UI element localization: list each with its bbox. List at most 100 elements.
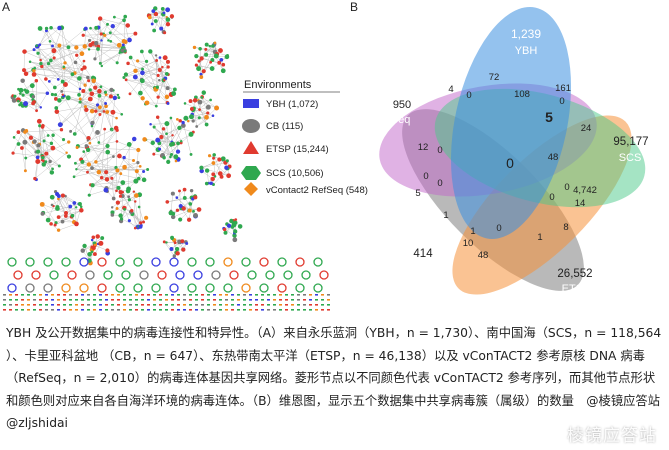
- network-node: [132, 136, 137, 142]
- network-pair: [225, 299, 228, 301]
- network-node: [169, 155, 172, 159]
- network-node: [165, 22, 171, 27]
- network-node: [79, 208, 84, 213]
- network-node: [99, 85, 103, 89]
- network-node: [209, 181, 213, 186]
- network-node: [172, 87, 177, 92]
- figure-caption: YBH 及公开数据集中的病毒连接性和特异性。（A）来自永乐蓝洞（YBH，n = …: [6, 326, 669, 430]
- network-pair: [99, 299, 102, 301]
- network-node: [219, 58, 224, 62]
- network-edge: [74, 202, 77, 224]
- network-pair: [27, 299, 30, 301]
- network-node: [73, 161, 77, 165]
- network-node: [136, 147, 141, 153]
- network-node: [148, 49, 153, 54]
- network-node: [104, 101, 108, 105]
- network-node: [104, 177, 110, 182]
- network-edge: [196, 115, 214, 127]
- network-edge: [129, 220, 136, 229]
- network-node: [18, 87, 24, 93]
- network-pair: [255, 294, 258, 296]
- network-pair: [33, 299, 36, 301]
- network-node: [44, 26, 49, 31]
- network-node: [120, 180, 126, 185]
- network-edge: [179, 127, 194, 133]
- network-pair: [111, 299, 114, 301]
- network-node: [116, 42, 122, 48]
- network-node: [50, 92, 55, 97]
- network-node: [18, 103, 22, 107]
- network-pair: [207, 294, 210, 296]
- network-edge: [25, 60, 51, 74]
- network-node: [62, 65, 66, 69]
- network-pair: [81, 304, 84, 306]
- network-node: [86, 75, 90, 80]
- network-node: [144, 215, 149, 220]
- network-node: [35, 155, 40, 160]
- network-edge: [63, 66, 82, 70]
- network-node: [99, 32, 103, 36]
- network-edge: [100, 52, 126, 64]
- network-edge: [167, 197, 185, 203]
- network-edge: [155, 8, 162, 29]
- network-pair: [3, 294, 6, 296]
- network-edge: [94, 33, 136, 59]
- network-pair: [327, 309, 330, 311]
- network-node: [213, 41, 217, 45]
- venn-name-etsp: ETSP: [562, 283, 591, 295]
- network-pair: [69, 299, 72, 301]
- network-pair: [111, 304, 114, 306]
- network-node: [142, 220, 145, 224]
- network-edge: [43, 212, 57, 223]
- network-node: [157, 68, 162, 73]
- network-ring: [211, 270, 221, 280]
- network-edge: [116, 208, 144, 223]
- network-node: [40, 211, 45, 216]
- network-edge: [183, 208, 200, 210]
- network-node: [197, 99, 203, 105]
- network-node: [75, 53, 79, 57]
- network-pair: [153, 304, 156, 306]
- network-node: [41, 162, 46, 167]
- network-node: [118, 190, 123, 195]
- network-edge: [185, 117, 207, 119]
- network-node: [95, 234, 100, 239]
- network-node: [57, 164, 61, 168]
- network-edge: [95, 156, 114, 163]
- network-pair: [165, 309, 168, 311]
- network-edge: [87, 171, 107, 191]
- network-node: [208, 44, 212, 48]
- network-node: [150, 140, 155, 146]
- network-node: [21, 93, 25, 97]
- network-node: [81, 89, 86, 94]
- network-edge: [168, 143, 179, 162]
- network-node: [97, 105, 102, 110]
- network-node: [147, 15, 152, 20]
- network-pair: [201, 304, 204, 306]
- network-edge: [99, 18, 102, 67]
- network-ring: [265, 270, 275, 280]
- network-node: [118, 213, 123, 218]
- network-edge: [164, 241, 175, 257]
- network-pair: [189, 304, 192, 306]
- network-node: [144, 100, 150, 106]
- network-node: [138, 165, 142, 168]
- network-node: [51, 133, 55, 137]
- network-ring: [301, 270, 311, 280]
- network-node: [87, 193, 91, 197]
- network-pair: [3, 304, 6, 306]
- network-node: [192, 209, 195, 213]
- network-node: [78, 97, 82, 101]
- network-pair: [15, 299, 18, 301]
- network-node: [94, 109, 98, 113]
- network-pair: [45, 294, 48, 296]
- network-node: [33, 176, 37, 181]
- network-node: [49, 222, 53, 226]
- network-edge: [148, 9, 168, 15]
- network-pair: [243, 309, 246, 311]
- network-edge: [59, 98, 91, 101]
- network-node: [138, 224, 143, 229]
- network-pair: [213, 294, 216, 296]
- network-pair: [231, 294, 234, 296]
- network-node: [57, 98, 62, 103]
